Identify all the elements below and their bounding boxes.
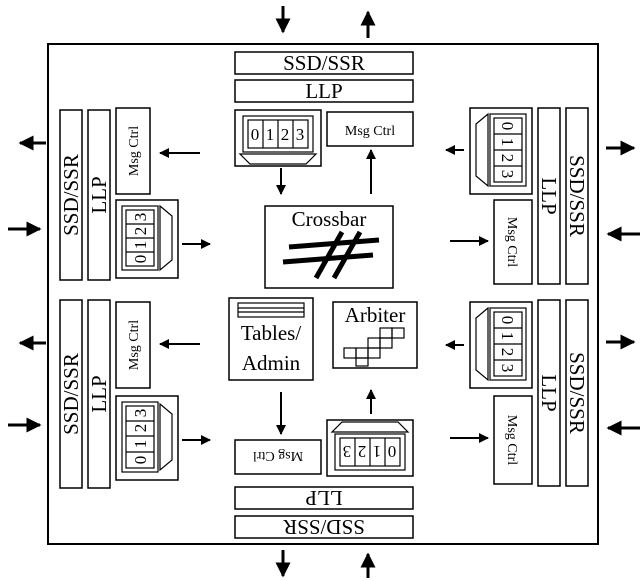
right-upper-ssd-ssr-box: [565, 107, 589, 285]
left-upper-llp-label: LLP: [87, 176, 111, 213]
top-slot-0: 0: [251, 125, 260, 144]
left-lower-slot-1: 1: [131, 440, 150, 449]
arbiter-box: [332, 301, 418, 369]
left-upper-slot-2: 2: [131, 227, 150, 236]
bottom-slot-0: 0: [388, 442, 397, 461]
right-upper-slot-0: 0: [498, 122, 517, 131]
bottom-slot-2: 2: [358, 442, 367, 461]
bottom-ssd-ssr-label: SSD/SSR: [283, 515, 365, 539]
right-lower-slot-2: 2: [498, 348, 517, 357]
top-slot-3: 3: [296, 125, 305, 144]
bottom-slot-3: 3: [343, 442, 352, 461]
top-msg-ctrl-box: [326, 111, 414, 147]
left-upper-msg-ctrl-box: [115, 107, 151, 195]
right-lower-msg-ctrl-box: [493, 395, 533, 485]
left-lower-msg-ctrl-label: Msg Ctrl: [127, 320, 142, 370]
right-upper-ssd-ssr-label: SSD/SSR: [565, 155, 589, 237]
right-upper-msg-ctrl-box: [493, 199, 533, 285]
left-upper-msg-ctrl-label: Msg Ctrl: [127, 126, 142, 176]
left-lower-slot-0: 0: [131, 456, 150, 465]
bottom-buffer: 0 1 2 3: [326, 419, 414, 477]
left-lower-ssd-ssr-box: [59, 299, 83, 489]
crossbar-label: Crossbar: [292, 207, 367, 231]
right-lower-slot-0: 0: [498, 316, 517, 325]
top-llp-label: LLP: [305, 79, 342, 103]
left-lower-msg-ctrl-box: [115, 301, 151, 389]
top-ssd-ssr-box: [234, 51, 414, 75]
left-upper-llp-box: [87, 109, 111, 281]
arbiter-grid-icon: [343, 327, 405, 367]
left-lower-slot-2: 2: [131, 424, 150, 433]
left-upper-buffer: 0 1 2 3: [115, 199, 179, 279]
bottom-llp-label: LLP: [305, 486, 342, 510]
tables-label: Tables/: [241, 321, 302, 345]
bottom-slot-1: 1: [373, 442, 382, 461]
top-ssd-ssr-label: SSD/SSR: [283, 51, 365, 75]
right-lower-port: SSD/SSR LLP 0 1 2 3 Msg Ctrl: [445, 299, 589, 487]
crossbar-hash-icon: [282, 230, 380, 280]
right-upper-msg-ctrl-label: Msg Ctrl: [504, 217, 519, 267]
top-slot-1: 1: [266, 125, 275, 144]
left-lower-ssd-ssr-label: SSD/SSR: [59, 353, 83, 435]
external-arrows: [8, 6, 640, 578]
bottom-ssd-ssr-box: [234, 515, 414, 539]
top-llp-box: [234, 79, 414, 103]
bottom-port: SSD/SSR LLP Msg Ctrl 0 1 2 3: [234, 389, 414, 539]
right-upper-slot-1: 1: [498, 138, 517, 147]
right-lower-slot-1: 1: [498, 332, 517, 341]
left-lower-llp-label: LLP: [87, 375, 111, 412]
left-upper-slot-3: 3: [131, 213, 150, 222]
top-buffer: 0 1 2 3: [234, 109, 322, 167]
right-lower-llp-box: [537, 299, 561, 487]
left-lower-port: SSD/SSR LLP Msg Ctrl 0 1 2 3: [59, 299, 211, 489]
crossbar: Crossbar: [264, 205, 394, 289]
bottom-msg-ctrl-label: Msg Ctrl: [253, 448, 303, 463]
right-lower-slot-3: 3: [498, 364, 517, 373]
right-upper-port: SSD/SSR LLP 0 1 2 3 Msg Ctrl: [445, 107, 589, 285]
left-upper-ssd-ssr-label: SSD/SSR: [59, 154, 83, 236]
table-lines-icon: [237, 302, 305, 318]
arbiter-label: Arbiter: [345, 303, 406, 327]
right-upper-llp-label: LLP: [537, 177, 561, 214]
right-upper-slot-2: 2: [498, 154, 517, 163]
admin-label: Admin: [242, 351, 301, 375]
right-upper-slot-3: 3: [498, 170, 517, 179]
left-upper-ssd-ssr-box: [59, 109, 83, 281]
arbiter: Arbiter: [332, 301, 418, 369]
tables-admin: Tables/ Admin: [228, 297, 314, 381]
left-upper-port: SSD/SSR LLP Msg Ctrl 0 1 2 3: [59, 107, 211, 281]
left-upper-slot-1: 1: [131, 241, 150, 250]
left-lower-slot-3: 3: [131, 409, 150, 418]
right-lower-ssd-ssr-box: [565, 299, 589, 487]
right-lower-ssd-ssr-label: SSD/SSR: [565, 352, 589, 434]
right-lower-buffer: 0 1 2 3: [469, 301, 533, 389]
crossbar-box: [264, 205, 394, 289]
bottom-llp-box: [234, 486, 414, 510]
right-upper-llp-box: [537, 107, 561, 285]
left-lower-llp-box: [87, 299, 111, 489]
left-upper-slot-0: 0: [131, 255, 150, 264]
top-msg-ctrl-label: Msg Ctrl: [345, 124, 395, 139]
right-lower-msg-ctrl-label: Msg Ctrl: [504, 415, 519, 465]
right-upper-buffer: 0 1 2 3: [469, 107, 533, 195]
top-slot-2: 2: [281, 125, 290, 144]
top-port: SSD/SSR LLP 0 1 2 3 Msg Ctrl: [234, 51, 414, 195]
left-lower-buffer: 0 1 2 3: [115, 395, 179, 481]
bottom-msg-ctrl-box: [234, 439, 322, 475]
right-lower-llp-label: LLP: [537, 374, 561, 411]
